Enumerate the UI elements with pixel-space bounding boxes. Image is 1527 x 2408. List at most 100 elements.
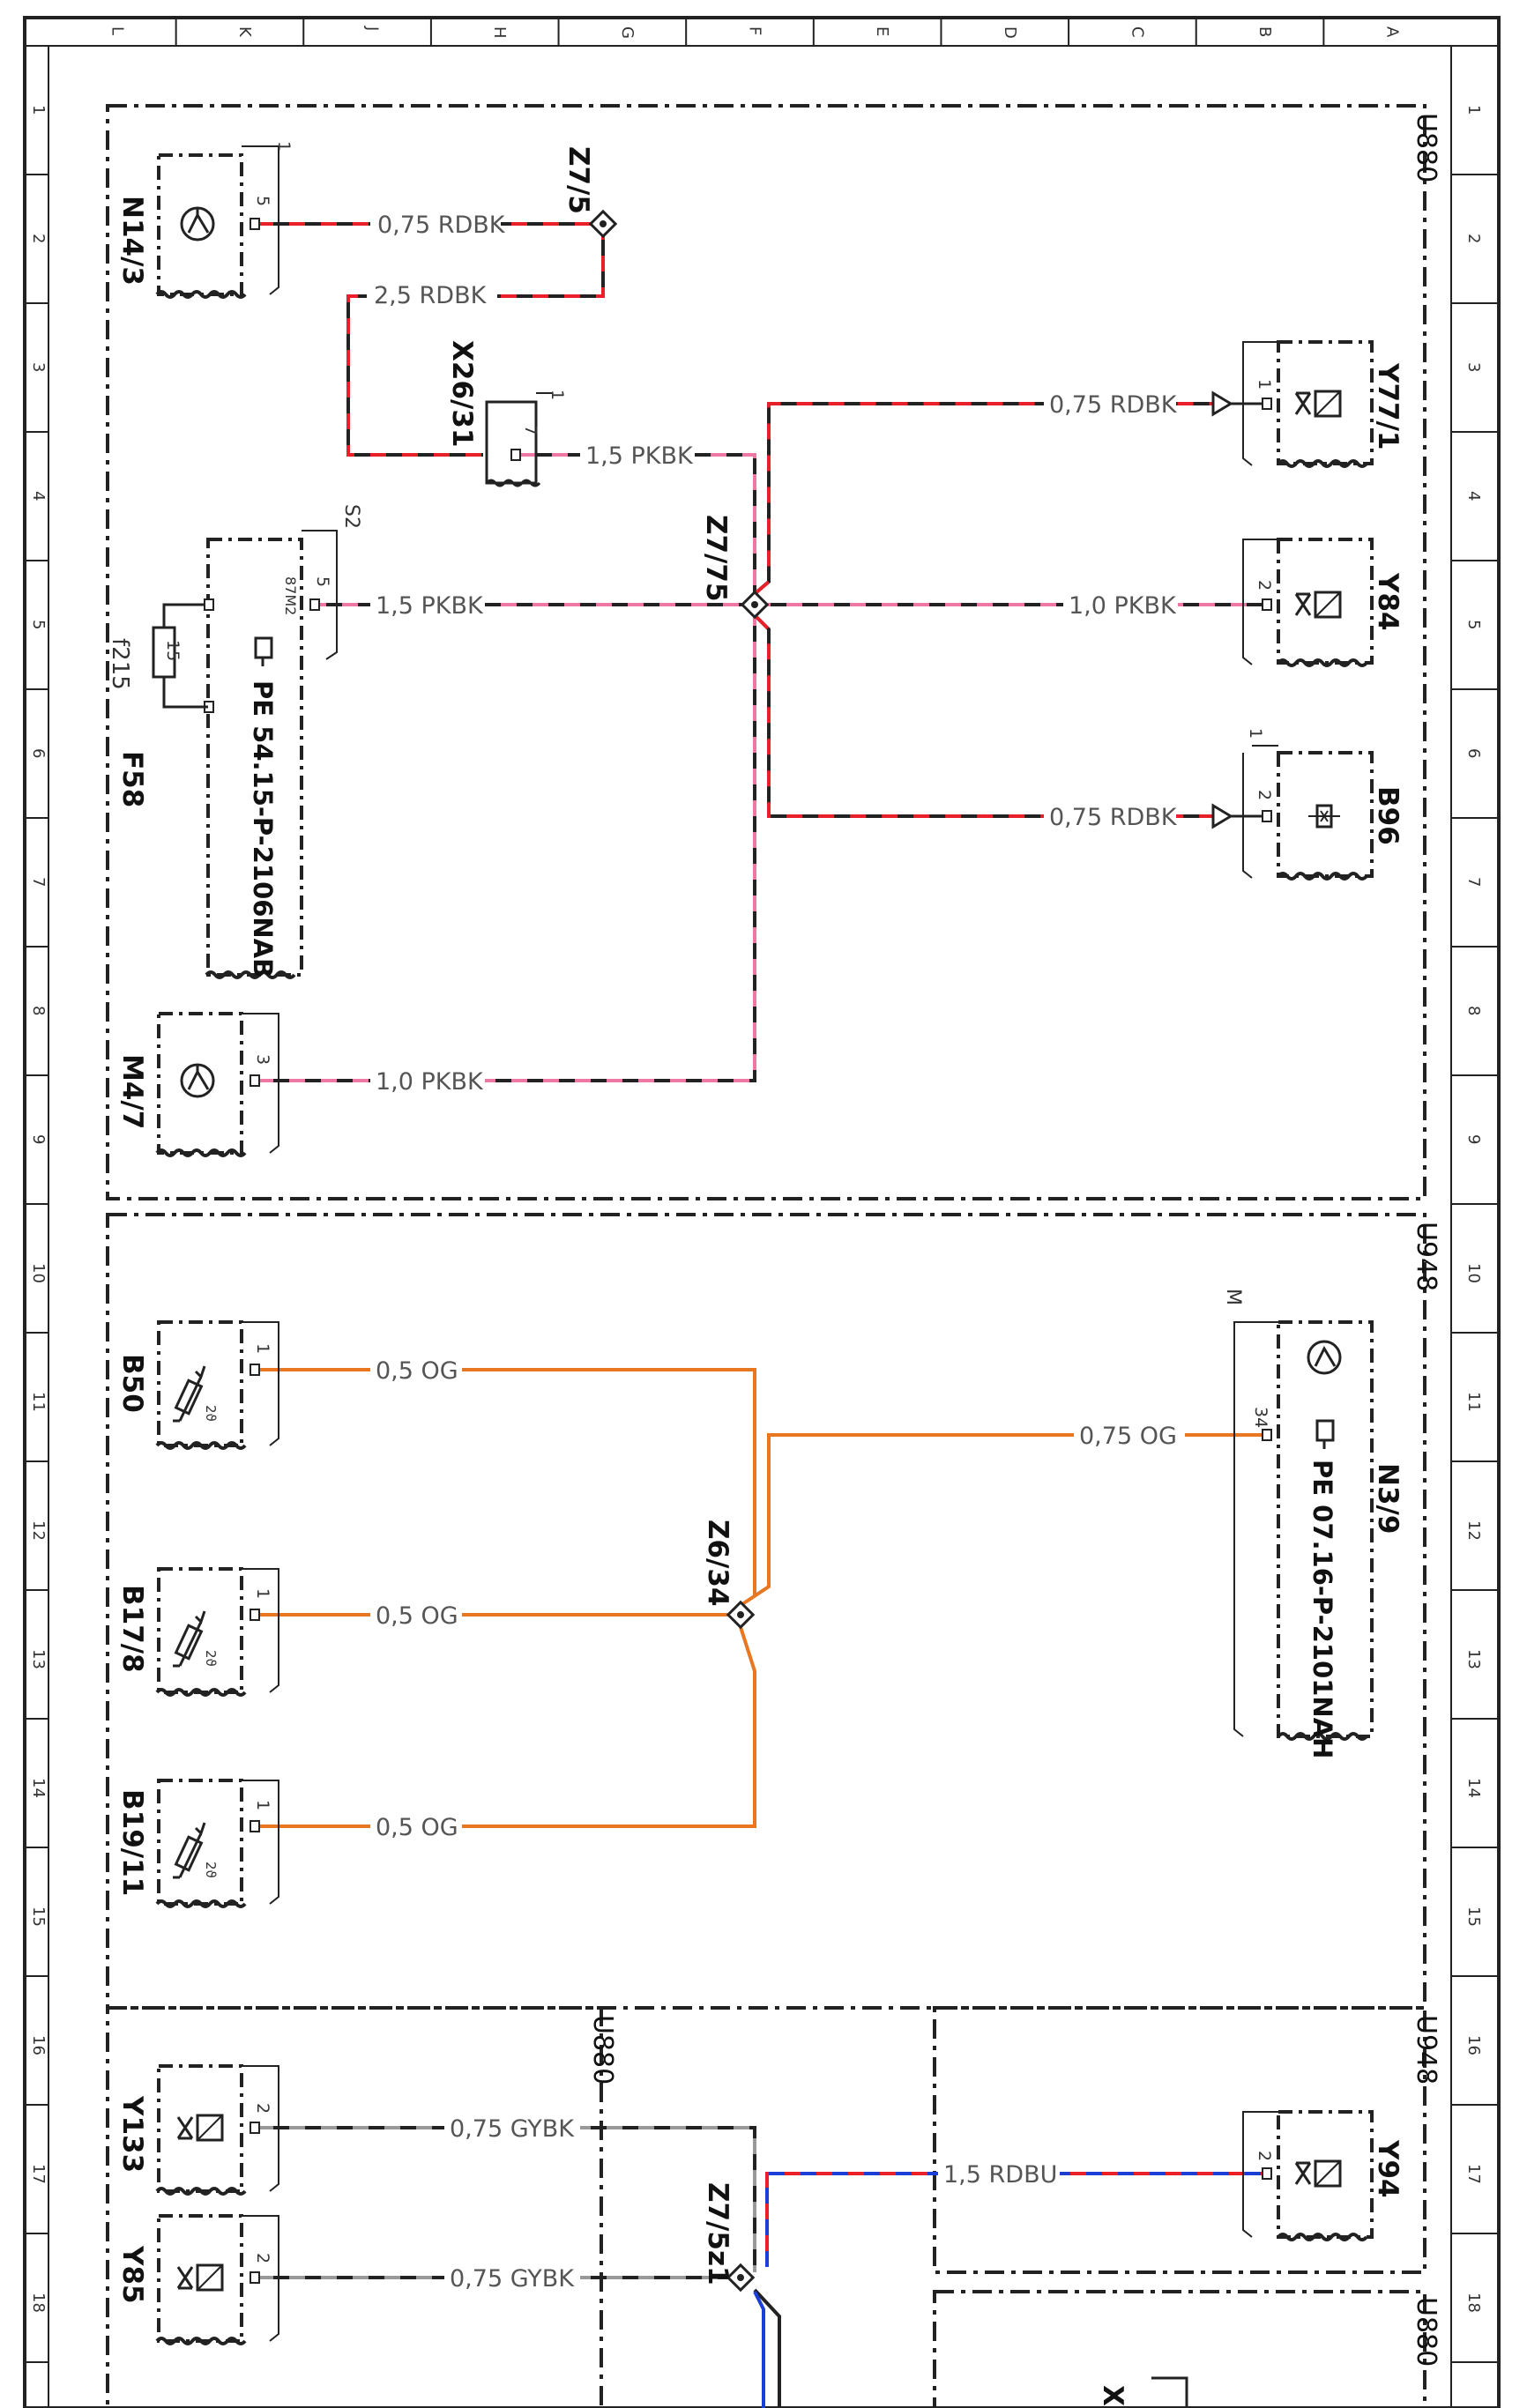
wire-end-arrow — [1211, 803, 1233, 829]
component-y94 — [1242, 2110, 1374, 2241]
wire-label-y133: 0,75 GYBK — [450, 2115, 575, 2143]
splice-z7-5z1 — [726, 2263, 756, 2293]
area-label-u880-bl: U880 — [587, 2015, 618, 2085]
row-label: 17 — [29, 2164, 48, 2184]
pin-b19-11: 1 — [253, 1800, 272, 1810]
row-label: 7 — [29, 877, 48, 887]
valve-icon — [1294, 390, 1342, 418]
column-label: K — [235, 26, 254, 38]
column-label: L — [108, 26, 126, 35]
row-label: 5 — [1464, 620, 1483, 629]
row-label: 13 — [29, 1649, 48, 1669]
component-label-b19-11: B19/11 — [116, 1789, 148, 1896]
wire-label-m4-7: 1,0 PKBK — [376, 1068, 484, 1096]
temperature-sensor-icon: 2ϑ — [173, 1822, 219, 1879]
component-label-y133: Y133 — [116, 2095, 148, 2173]
valve-icon — [1294, 2159, 1342, 2188]
component-m4-7 — [155, 1012, 279, 1157]
pin-b50: 1 — [253, 1343, 272, 1354]
hand-pointer-icon — [1315, 1419, 1335, 1449]
row-label: 5 — [29, 620, 48, 629]
pin-y133: 2 — [253, 2103, 272, 2114]
wire-labels: 0,75 RDBK 2,5 RDBK 1,5 PKBK 1,5 PKBK 1,0… — [367, 212, 1185, 2293]
connector-x26-31 — [485, 392, 552, 487]
component-b50: 2ϑ — [155, 1320, 279, 1450]
row-label: 4 — [29, 491, 48, 501]
connector-partial — [1151, 2376, 1188, 2408]
column-label: J — [363, 26, 382, 31]
row-label: 16 — [1464, 2035, 1483, 2055]
row-label: 18 — [1464, 2293, 1483, 2313]
row-label: 12 — [29, 1520, 48, 1541]
pin-x26-31: 7 — [521, 425, 540, 435]
relay-label-s2: S2 — [340, 504, 362, 529]
area-label-u948-br: U948 — [1411, 2015, 1441, 2085]
splice-label-z7-5: Z7/5 — [562, 146, 594, 214]
splice-z6-34 — [726, 1600, 756, 1630]
row-label: 15 — [29, 1906, 48, 1927]
wire-label-x26-trunk: 1,5 PKBK — [585, 442, 694, 470]
pin-y94: 2 — [1255, 2151, 1274, 2161]
svg-text:2ϑ: 2ϑ — [203, 1862, 219, 1878]
row-label: 1 — [29, 105, 48, 115]
column-label: E — [873, 26, 891, 36]
drawing-frame — [23, 16, 1501, 2408]
component-label-m4-7: M4/7 — [116, 1054, 148, 1129]
column-label: C — [1128, 26, 1146, 38]
hand-pointer-icon — [254, 636, 273, 666]
wire-label-y85: 0,75 GYBK — [450, 2265, 575, 2293]
row-label: 16 — [29, 2035, 48, 2055]
area-label-u880: U880 — [1411, 113, 1441, 182]
row-label: 1 — [1464, 105, 1483, 115]
wire-label-relay: 1,5 PKBK — [376, 592, 484, 620]
row-label: 4 — [1464, 491, 1483, 501]
column-label: H — [490, 26, 509, 39]
row-label: 9 — [1464, 1134, 1483, 1144]
component-m-marker: M — [1222, 1289, 1244, 1305]
pin-m4-7: 3 — [253, 1054, 272, 1065]
connector-partial-label: X — [1097, 2385, 1128, 2406]
relay-pin-5: 5 — [313, 576, 332, 587]
component-label-n14-3: N14/3 — [116, 196, 148, 286]
wire-label-y84: 1,0 PKBK — [1069, 592, 1177, 620]
component-label-y85: Y85 — [116, 2245, 148, 2304]
row-label: 15 — [1464, 1906, 1483, 1927]
component-b19-11: 2ϑ — [155, 1779, 279, 1908]
component-y133 — [155, 2064, 279, 2196]
splice-label-z7-75: Z7/75 — [700, 515, 732, 602]
wire-y94 — [753, 2172, 1266, 2408]
svg-text:2ϑ: 2ϑ — [203, 1405, 219, 1422]
component-label-b17-8: B17/8 — [116, 1585, 148, 1673]
sensor-icon — [1308, 804, 1340, 829]
wire-label-n14-3: 0,75 RDBK — [377, 212, 506, 239]
component-n3-9 — [1233, 1320, 1374, 1741]
wire-y77-1 — [755, 402, 1213, 594]
valve-icon — [176, 2263, 224, 2292]
relay-pe-reference: PE 54.15-P-2106NAB — [248, 680, 278, 977]
column-label: D — [1001, 26, 1019, 39]
valve-icon — [176, 2114, 224, 2142]
wire-label-b50: 0,5 OG — [376, 1357, 458, 1385]
area-u880-bottom-left — [106, 2006, 603, 2408]
pin-x26-31-top: 1 — [547, 390, 567, 400]
row-label: 8 — [29, 1006, 48, 1015]
area-label-u948: U948 — [1411, 1222, 1441, 1291]
valve-icon — [1294, 591, 1342, 619]
splice-label-z6-34: Z6/34 — [702, 1520, 734, 1607]
relay-s2 — [162, 530, 338, 979]
pin-n3-9: 34 — [1251, 1407, 1270, 1428]
component-n14-3 — [155, 145, 279, 299]
component-b17-8: 2ϑ — [155, 1567, 279, 1697]
row-label: 6 — [29, 748, 48, 758]
area-u880-top — [106, 104, 1426, 1200]
pin-n14-3: 5 — [253, 196, 272, 206]
row-label: 18 — [29, 2293, 48, 2313]
row-label: 11 — [29, 1392, 48, 1412]
component-label-b50: B50 — [116, 1354, 148, 1413]
row-label: 14 — [1464, 1778, 1483, 1798]
component-label-y77-1: Y77/1 — [1372, 362, 1404, 450]
wire-label-b19-11: 0,5 OG — [376, 1814, 458, 1841]
wire-n3-9 — [741, 1433, 1266, 1606]
component-label-y94: Y94 — [1372, 2139, 1404, 2198]
pin-y84: 2 — [1255, 580, 1274, 591]
